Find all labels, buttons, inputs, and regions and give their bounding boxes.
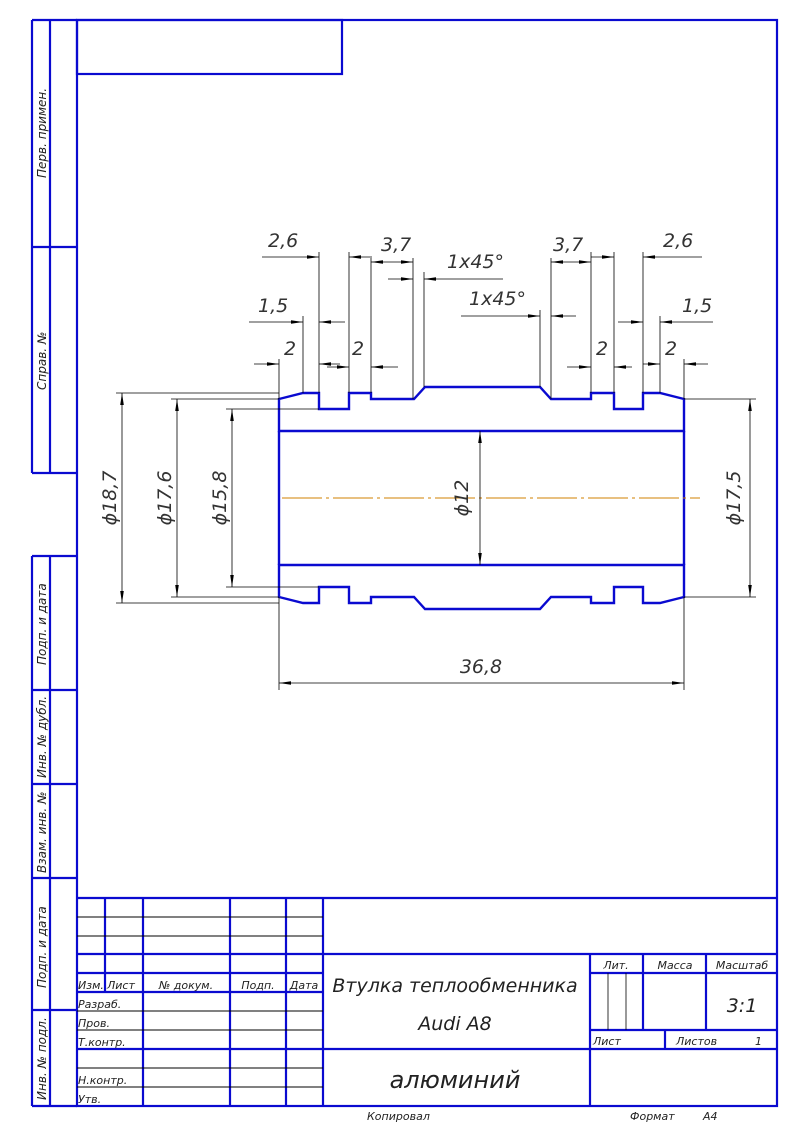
role-razrab: Разраб. — [78, 998, 121, 1011]
drawing-title-line2: Audi A8 — [416, 1013, 492, 1035]
scale-value: 3:1 — [727, 995, 758, 1017]
dim-2-left-b: 2 — [352, 338, 364, 360]
dim-dia-15-8: ϕ15,8 — [209, 471, 231, 526]
dim-2-6-right: 2,6 — [663, 230, 693, 252]
sheet-label: Лист — [592, 1035, 621, 1048]
top-left-box — [75, 18, 344, 76]
strip-inv-podl: Инв. № подл. — [35, 1017, 49, 1100]
dim-3-7-left: 3,7 — [381, 234, 411, 256]
strip-podp-data-1: Подп. и дата — [35, 583, 49, 665]
strip-inv-dubl: Инв. № дубл. — [35, 696, 49, 778]
header-izm: Изм. — [78, 979, 104, 992]
dim-chamfer-right: 1x45° — [469, 288, 526, 310]
header-data: Дата — [289, 979, 319, 992]
header-podp: Подп. — [241, 979, 274, 992]
sheets-label: Листов — [675, 1035, 717, 1048]
role-utv: Утв. — [78, 1093, 101, 1106]
dimension-labels: 2,6 3,7 1x45° 1x45° 3,7 2,6 1,5 1,5 2 2 … — [99, 230, 745, 678]
strip-perv-primen: Перв. примен. — [35, 88, 49, 178]
dim-2-right-a: 2 — [596, 338, 608, 360]
dim-length: 36,8 — [460, 656, 502, 678]
dim-dia-18-7: ϕ18,7 — [99, 471, 121, 526]
role-prov: Пров. — [78, 1017, 110, 1030]
copied-label: Копировал — [367, 1110, 430, 1123]
dim-3-7-right: 3,7 — [553, 234, 583, 256]
mass-label: Масса — [657, 959, 692, 972]
material: алюминий — [390, 1066, 521, 1094]
strip-vzam-inv: Взам. инв. № — [35, 792, 49, 873]
scale-label: Масштаб — [716, 959, 768, 972]
strip-podp-data-2: Подп. и дата — [35, 906, 49, 988]
dim-dia-12: ϕ12 — [451, 480, 473, 517]
side-strip-labels: Перв. примен. Справ. № Подп. и дата Инв.… — [35, 88, 49, 1100]
strip-sprav-no: Справ. № — [35, 332, 49, 390]
format-value: A4 — [702, 1110, 718, 1123]
dim-2-6-left: 2,6 — [268, 230, 298, 252]
header-doc-no: № докум. — [158, 979, 213, 992]
lower-wall-hatch — [277, 563, 686, 611]
dimension-lines — [116, 252, 756, 690]
dim-dia-17-6: ϕ17,6 — [154, 471, 176, 526]
role-nkontr: Н.контр. — [78, 1074, 127, 1087]
dim-dia-17-5: ϕ17,5 — [723, 471, 745, 526]
sheet-frame — [30, 18, 779, 1108]
dim-2-right-b: 2 — [665, 338, 677, 360]
bushing-section — [277, 385, 700, 611]
header-list: Лист — [106, 979, 135, 992]
role-tkontr: Т.контр. — [78, 1036, 126, 1049]
title-block: Изм. Лист № докум. Подп. Дата Разраб. Пр… — [77, 896, 777, 1123]
upper-wall-hatch — [277, 385, 686, 433]
drawing-title-line1: Втулка теплообменника — [332, 975, 577, 997]
sheets-value: 1 — [755, 1035, 762, 1048]
dim-1-5-right: 1,5 — [682, 295, 712, 317]
dim-1-5-left: 1,5 — [258, 295, 288, 317]
lit-label: Лит. — [602, 959, 628, 972]
dim-2-left-a: 2 — [284, 338, 296, 360]
dim-chamfer-left: 1x45° — [447, 251, 504, 273]
format-label: Формат — [630, 1110, 675, 1123]
